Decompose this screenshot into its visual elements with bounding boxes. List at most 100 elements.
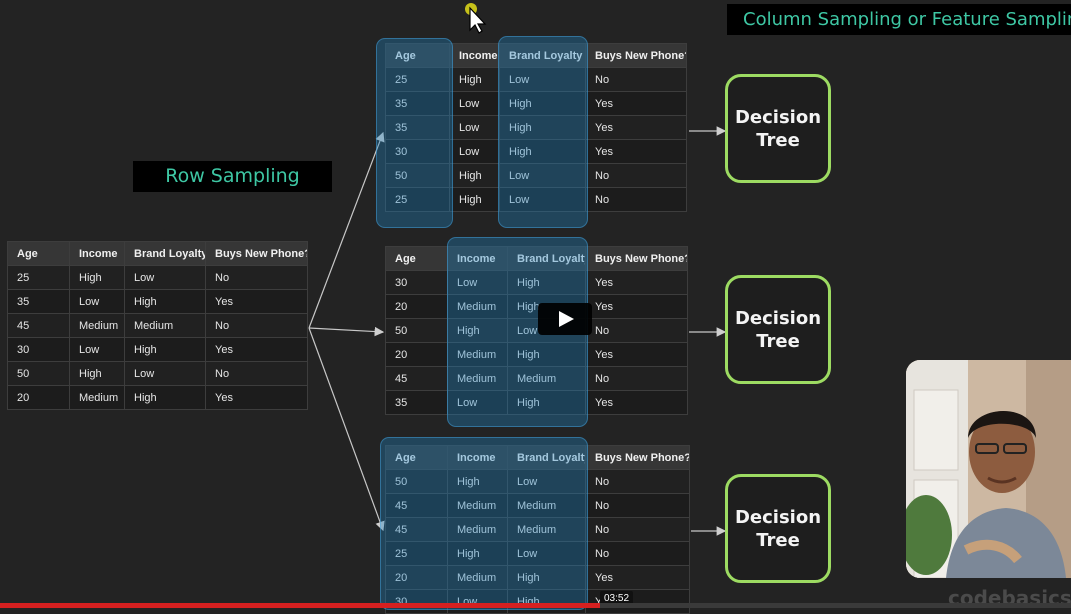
table-cell: Yes — [585, 342, 688, 367]
decision-tree-3: Decision Tree — [725, 474, 831, 583]
table-cell: 45 — [385, 493, 448, 518]
table-cell: Yes — [205, 385, 308, 410]
table-cell: 25 — [385, 187, 450, 212]
table-cell: Low — [499, 187, 586, 212]
table-cell: High — [499, 139, 586, 164]
table-cell: 35 — [7, 289, 70, 314]
table-cell: High — [507, 565, 586, 590]
table-cell: 30 — [385, 589, 448, 614]
table-cell: High — [69, 265, 125, 290]
table-cell: High — [124, 337, 206, 362]
table-cell: 20 — [385, 294, 448, 319]
table-cell: No — [585, 541, 690, 566]
table-cell: Medium — [507, 366, 586, 391]
column-header: Age — [385, 246, 448, 271]
table-cell: High — [449, 187, 500, 212]
table-cell: Low — [447, 390, 508, 415]
table-cell: High — [499, 91, 586, 116]
table-cell: High — [507, 390, 586, 415]
table-cell: No — [585, 493, 690, 518]
table-cell: No — [585, 187, 687, 212]
table-cell: 30 — [385, 139, 450, 164]
presenter-image — [906, 360, 1071, 578]
table-cell: No — [585, 469, 690, 494]
table-cell: 50 — [385, 318, 448, 343]
table-cell: Medium — [507, 493, 586, 518]
table-cell: No — [585, 67, 687, 92]
video-progress-bar[interactable] — [0, 603, 1071, 608]
table-cell: 30 — [385, 270, 448, 295]
table-cell: 20 — [7, 385, 70, 410]
table-cell: High — [447, 541, 508, 566]
play-button[interactable] — [538, 303, 592, 335]
play-icon — [559, 311, 574, 327]
column-header: Age — [7, 241, 70, 266]
table-cell: Yes — [585, 91, 687, 116]
table-cell: High — [124, 289, 206, 314]
table-cell: High — [449, 67, 500, 92]
table-cell: Medium — [69, 385, 125, 410]
table-cell: High — [449, 163, 500, 188]
table-cell: Low — [124, 265, 206, 290]
table-cell: Yes — [585, 115, 687, 140]
decision-tree-1: Decision Tree — [725, 74, 831, 183]
table-cell: No — [585, 366, 688, 391]
table-cell: Low — [69, 337, 125, 362]
table-cell: 20 — [385, 342, 448, 367]
table-cell: 45 — [385, 517, 448, 542]
table-cell: 30 — [7, 337, 70, 362]
column-header: Buys New Phone? — [585, 445, 690, 470]
table-cell: Low — [69, 289, 125, 314]
table-cell: 35 — [385, 91, 450, 116]
table-cell: Medium — [507, 517, 586, 542]
table-cell: No — [205, 361, 308, 386]
table-cell: High — [507, 342, 586, 367]
table-cell: 20 — [385, 565, 448, 590]
table-cell: Yes — [585, 139, 687, 164]
table-cell: High — [507, 589, 586, 614]
table-cell: Medium — [447, 294, 508, 319]
table-cell: High — [124, 385, 206, 410]
table-cell: Medium — [447, 565, 508, 590]
table-cell: Medium — [447, 366, 508, 391]
table-cell: No — [205, 265, 308, 290]
table-cell: 25 — [7, 265, 70, 290]
presenter-webcam — [906, 360, 1071, 578]
column-header: Buys New Phone? — [205, 241, 308, 266]
table-cell: Low — [449, 139, 500, 164]
column-header: Income — [69, 241, 125, 266]
table-cell: 45 — [7, 313, 70, 338]
table-cell: Yes — [585, 565, 690, 590]
column-header: Brand Loyalty — [507, 246, 586, 271]
decision-tree-2: Decision Tree — [725, 275, 831, 384]
column-header: Brand Loyalty — [507, 445, 586, 470]
column-sampling-banner: Column Sampling or Feature Sampling — [727, 4, 1071, 35]
column-header: Buys New Phone? — [585, 246, 688, 271]
arrow-to-sample1 — [308, 131, 385, 329]
table-cell: Yes — [585, 294, 688, 319]
table-cell: No — [205, 313, 308, 338]
table-cell: Medium — [124, 313, 206, 338]
table-cell: No — [585, 318, 688, 343]
